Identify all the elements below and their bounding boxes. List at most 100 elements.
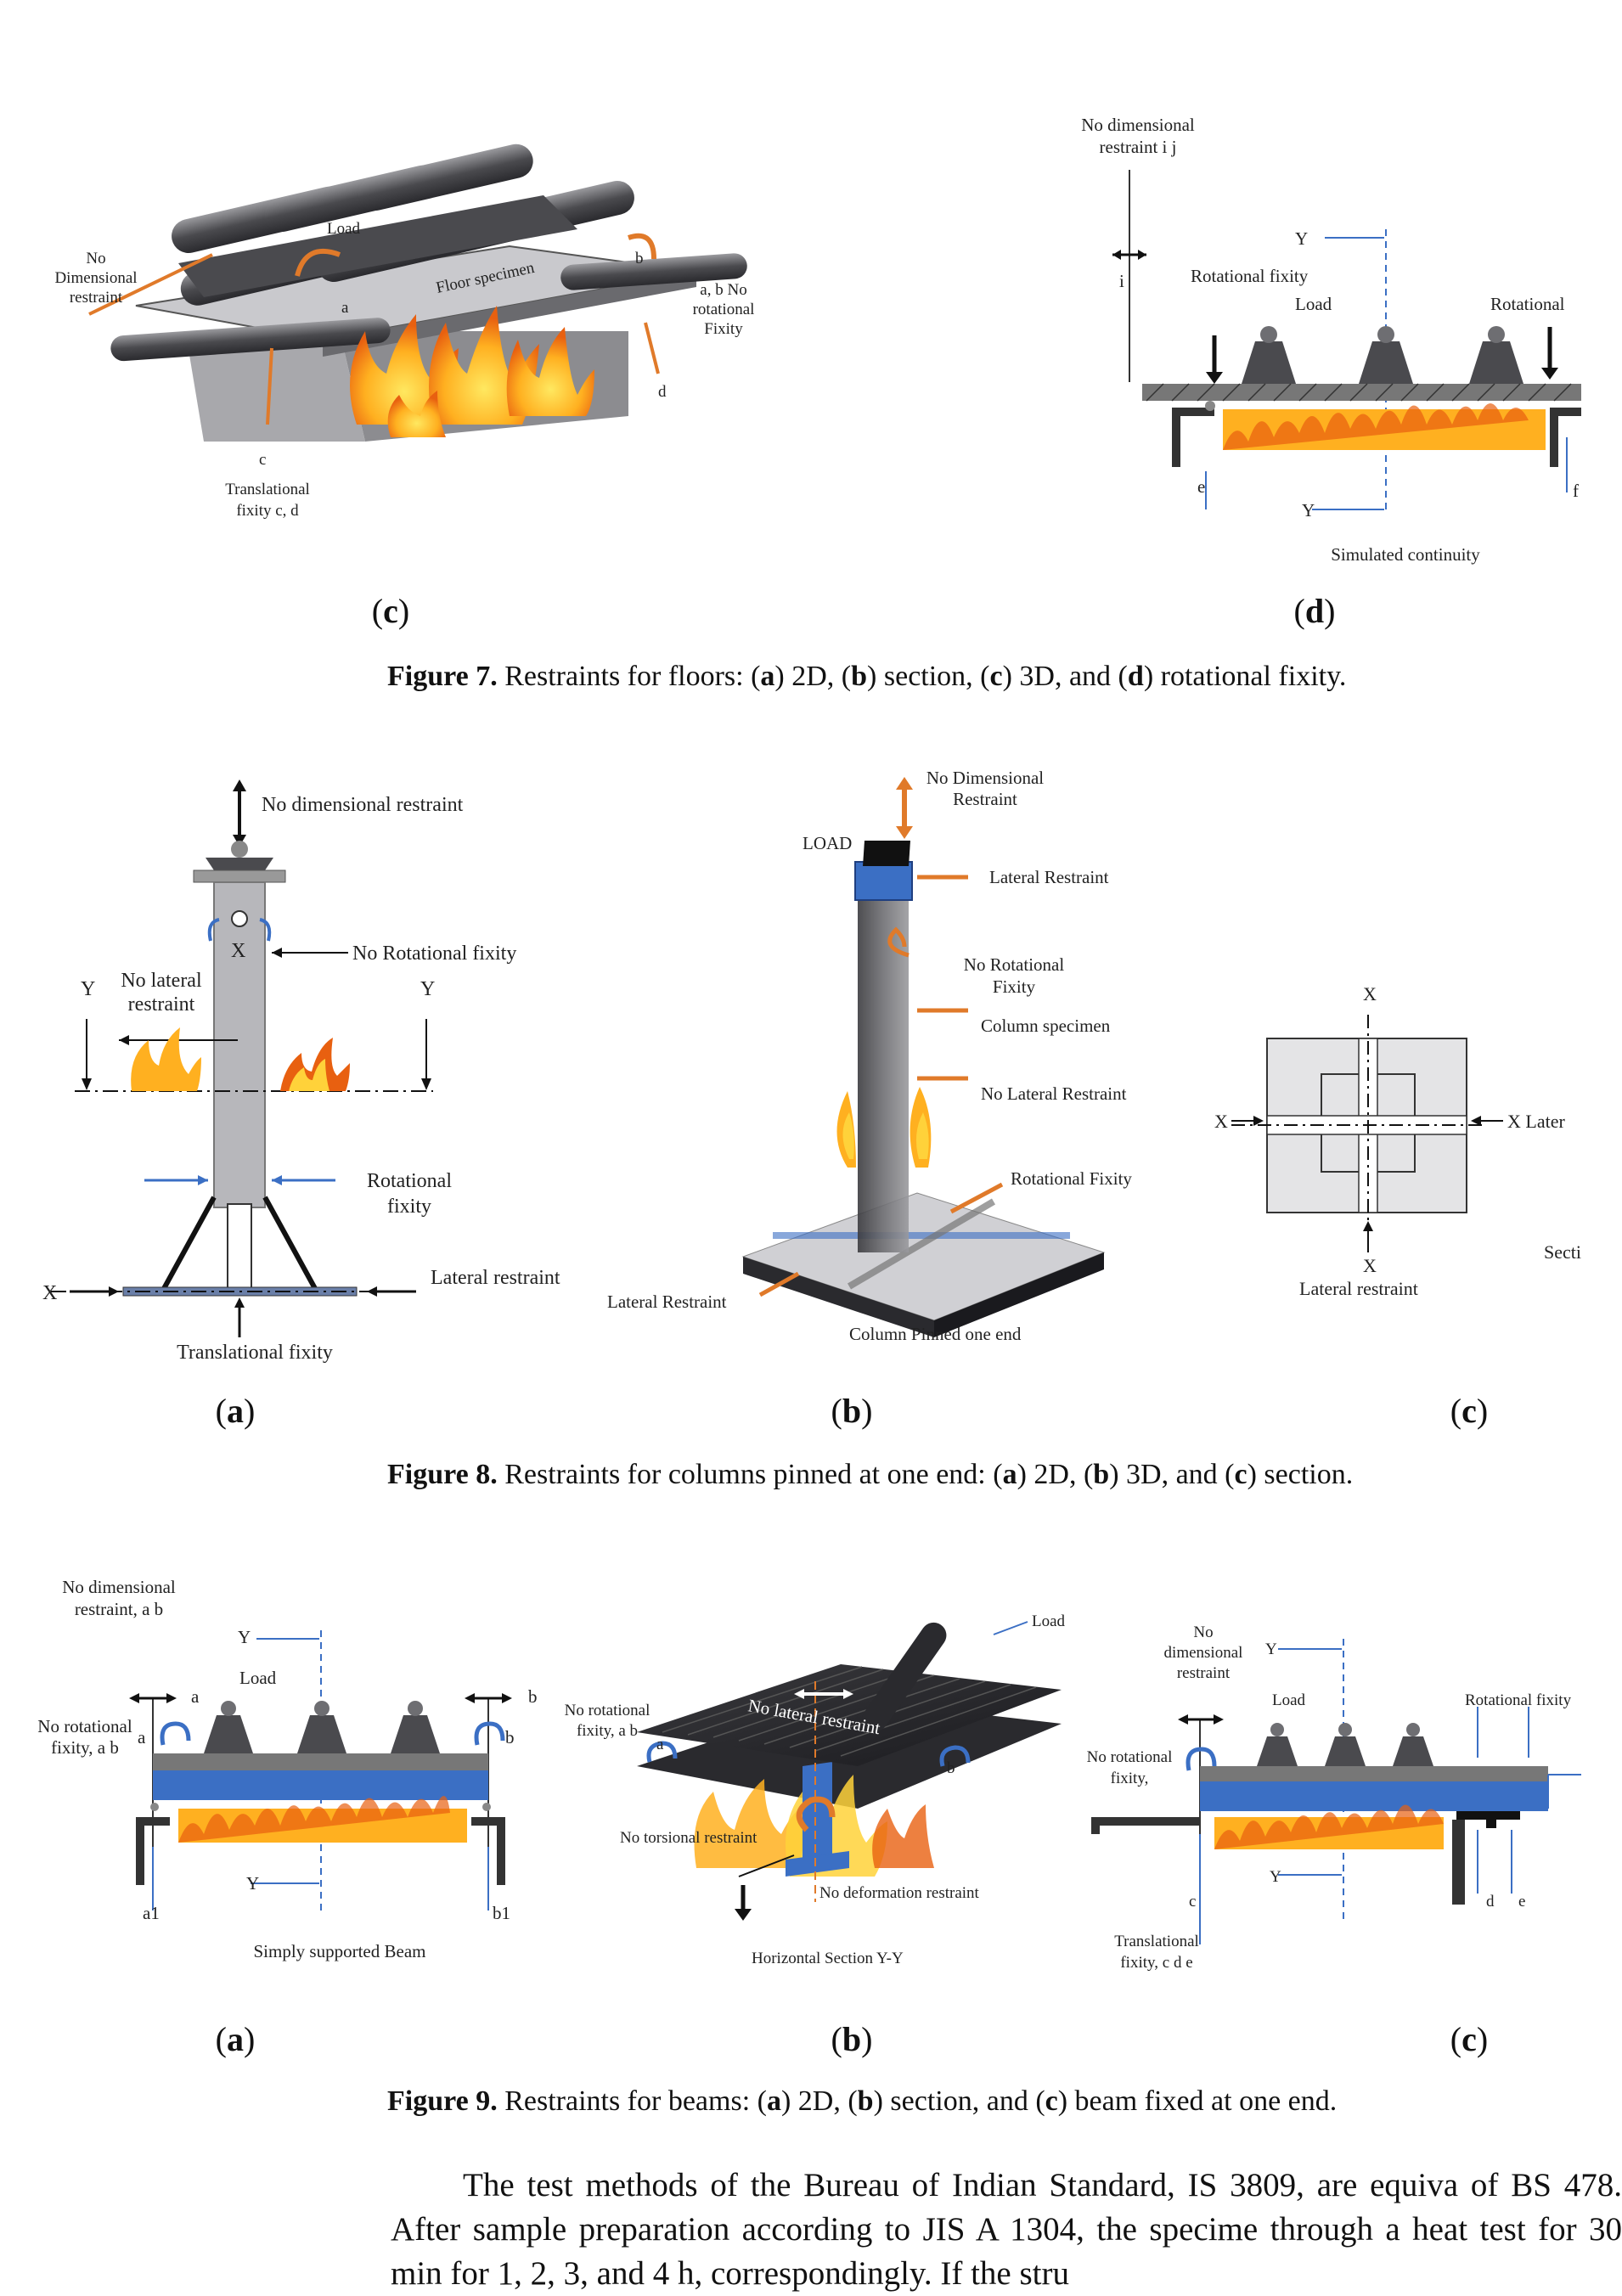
- fire-flames: [350, 306, 594, 437]
- fig7-caption: Figure 7. Restraints for floors: (a) 2D,…: [387, 661, 1347, 692]
- fig9b-label-load: Load: [1032, 1612, 1066, 1630]
- fig7d-label-y-bottom: Y: [1302, 500, 1315, 521]
- fig9b-sublabel: (b): [831, 2020, 873, 2058]
- fig8a-sublabel: (a): [215, 1392, 256, 1430]
- support-roller-right: [560, 253, 747, 290]
- fig8b-label-lateral-restraint: Lateral Restraint: [989, 867, 1109, 887]
- column-base-plate: [741, 1192, 1106, 1321]
- fig8-panel-c: X X X Later X Lateral restraint Secti: [1206, 976, 1581, 1325]
- support-left: [1172, 408, 1214, 467]
- fig8b-illustration: No Dimensional Restraint LOAD Lateral Re…: [607, 768, 1132, 1344]
- fig9c-beam: [1200, 1781, 1548, 1811]
- fig8c-label-x-left: X: [1214, 1111, 1228, 1132]
- fig9c-label-c: c: [1189, 1893, 1196, 1911]
- fig7d-label-simulated-continuity: Simulated continuity: [1331, 544, 1480, 565]
- load-ball: [231, 841, 248, 858]
- support-right: [1550, 408, 1581, 467]
- fig9-caption: Figure 9. Restraints for beams: (a) 2D, …: [387, 2085, 1338, 2117]
- fig9a-illustration: No dimensional restraint, a b Y Load a b…: [37, 1577, 538, 1961]
- fig8a-illustration: No dimensional restraint No Rotational f…: [42, 779, 560, 1364]
- top-plate: [193, 869, 286, 883]
- floor-slab: [1142, 384, 1581, 401]
- fig8a-label-restraint: restraint: [128, 993, 195, 1016]
- fig7c-label-fixity-cd: fixity c, d: [236, 502, 299, 520]
- fig9a-label-y-bottom: Y: [246, 1873, 259, 1894]
- fig7c-label-load: Load: [327, 220, 361, 238]
- fig7d-label-no-dimensional: No dimensional: [1081, 115, 1195, 135]
- fig9a-label-a2: a: [138, 1727, 146, 1747]
- fig7c-label-rotational: rotational: [693, 301, 755, 318]
- furnace-front: [187, 331, 365, 442]
- fig9b-label-no-deformation: No deformation restraint: [819, 1884, 980, 1902]
- fig9b-label-no-torsional: No torsional restraint: [620, 1829, 757, 1847]
- fig7-caption-number: Figure 7.: [387, 661, 498, 692]
- fig8a-label-translational-fixity: Translational fixity: [177, 1342, 333, 1364]
- fig9b-illustration: Load No lateral restraint No rotational …: [565, 1612, 1066, 1967]
- pointer-d: [644, 322, 660, 374]
- fig7d-label-rotational-fixity: Rotational fixity: [1191, 266, 1309, 286]
- fig8b-label-load: LOAD: [803, 833, 852, 853]
- fig7d-label-i: i: [1119, 271, 1124, 291]
- fig9a-label-fixity-ab: fixity, a b: [51, 1737, 119, 1758]
- fig7d-label-f: f: [1573, 481, 1579, 501]
- fig8a-label-no-lateral: No lateral: [121, 970, 202, 992]
- fig9a-label-b: b: [528, 1686, 538, 1707]
- fig8b-label-no-rotational: No Rotational: [964, 954, 1065, 975]
- pointer-c: [266, 347, 273, 425]
- fig9a-label-b2: b: [505, 1727, 515, 1747]
- fig8c-label-x-top: X: [1363, 983, 1377, 1004]
- fig8a-label-y-left: Y: [81, 978, 95, 1000]
- fig8b-label-lateral-restraint-base: Lateral Restraint: [607, 1292, 727, 1312]
- fig8a-label-lateral-restraint: Lateral restraint: [431, 1267, 560, 1289]
- fig9b-label-b: b: [947, 1759, 955, 1777]
- fig8a-label-x-bottom: X: [42, 1282, 57, 1304]
- fig9c-illustration: No dimensional restraint Y Load Rotation…: [1087, 1624, 1581, 1972]
- fire-flames-b: [836, 1087, 932, 1168]
- fig9c-label-translational: Translational: [1114, 1933, 1199, 1950]
- fig7c-label-no: No: [86, 250, 105, 267]
- rotation-arrow-b: [628, 233, 656, 260]
- fig8c-label-x-bottom: X: [1363, 1255, 1377, 1276]
- fig7c-label-c: c: [259, 451, 266, 469]
- support-roller-left: [110, 318, 391, 362]
- fig8c-sublabel: (c): [1450, 1392, 1489, 1430]
- fig7c-illustration: Load Floor specimen No Dimensional restr…: [54, 144, 755, 520]
- fig9c-label-restraint: restraint: [1177, 1664, 1231, 1682]
- column: [213, 881, 266, 1208]
- fig9a-label-load: Load: [239, 1668, 277, 1688]
- fig7d-label-y-top: Y: [1295, 228, 1308, 249]
- fig7d-label-e: e: [1197, 476, 1205, 497]
- fig8a-label-rotational: Rotational: [367, 1170, 452, 1192]
- fire-strip-a: [178, 1796, 467, 1843]
- fig9a-loads: [204, 1701, 440, 1753]
- fig9c-label-d: d: [1486, 1893, 1495, 1911]
- body-paragraph: The test methods of the Bureau of Indian…: [391, 2167, 1622, 2292]
- fig8a-label-x-top: X: [231, 940, 245, 962]
- fig9b-rib: [862, 1622, 947, 1732]
- column-specimen: [858, 896, 909, 1252]
- fig7c-sublabel: (c): [371, 592, 410, 630]
- fig9a-label-simply-supported: Simply supported Beam: [254, 1941, 426, 1961]
- fig9a-label-y-top: Y: [238, 1627, 251, 1647]
- fig7c-label-translational: Translational: [225, 481, 310, 498]
- fig9c-label-fixity: fixity,: [1111, 1770, 1149, 1787]
- fig8b-label-fixity: Fixity: [993, 976, 1036, 997]
- fig9-panel-b: Load No lateral restraint No rotational …: [565, 1596, 1079, 1987]
- fig8-caption: Figure 8. Restraints for columns pinned …: [387, 1459, 1354, 1490]
- fig8a-label-no-rot: No Rotational fixity: [352, 943, 516, 965]
- fig8b-sublabel: (b): [831, 1392, 873, 1430]
- fig9b-label-a: a: [656, 1736, 664, 1753]
- fig8-panel-b: No Dimensional Restraint LOAD Lateral Re…: [594, 760, 1172, 1354]
- fig9c-label-y-top: Y: [1265, 1640, 1277, 1658]
- fig8-caption-number: Figure 8.: [387, 1459, 498, 1490]
- fig8b-label-no-dimensional: No Dimensional: [926, 768, 1044, 788]
- fig9b-label-fixity-ab: fixity, a b: [577, 1722, 638, 1740]
- base-slot: [227, 1203, 252, 1290]
- fig8b-label-rotational-fixity: Rotational Fixity: [1011, 1168, 1132, 1189]
- fig8b-label-restraint: Restraint: [953, 789, 1017, 809]
- fig9a-label-b1: b1: [493, 1903, 510, 1923]
- fig9a-beam: [153, 1770, 488, 1800]
- fig8c-label-section: Secti: [1544, 1241, 1581, 1263]
- fig8a-label-no-dim: No dimensional restraint: [262, 794, 464, 816]
- fig9c-label-y-bottom: Y: [1270, 1868, 1281, 1886]
